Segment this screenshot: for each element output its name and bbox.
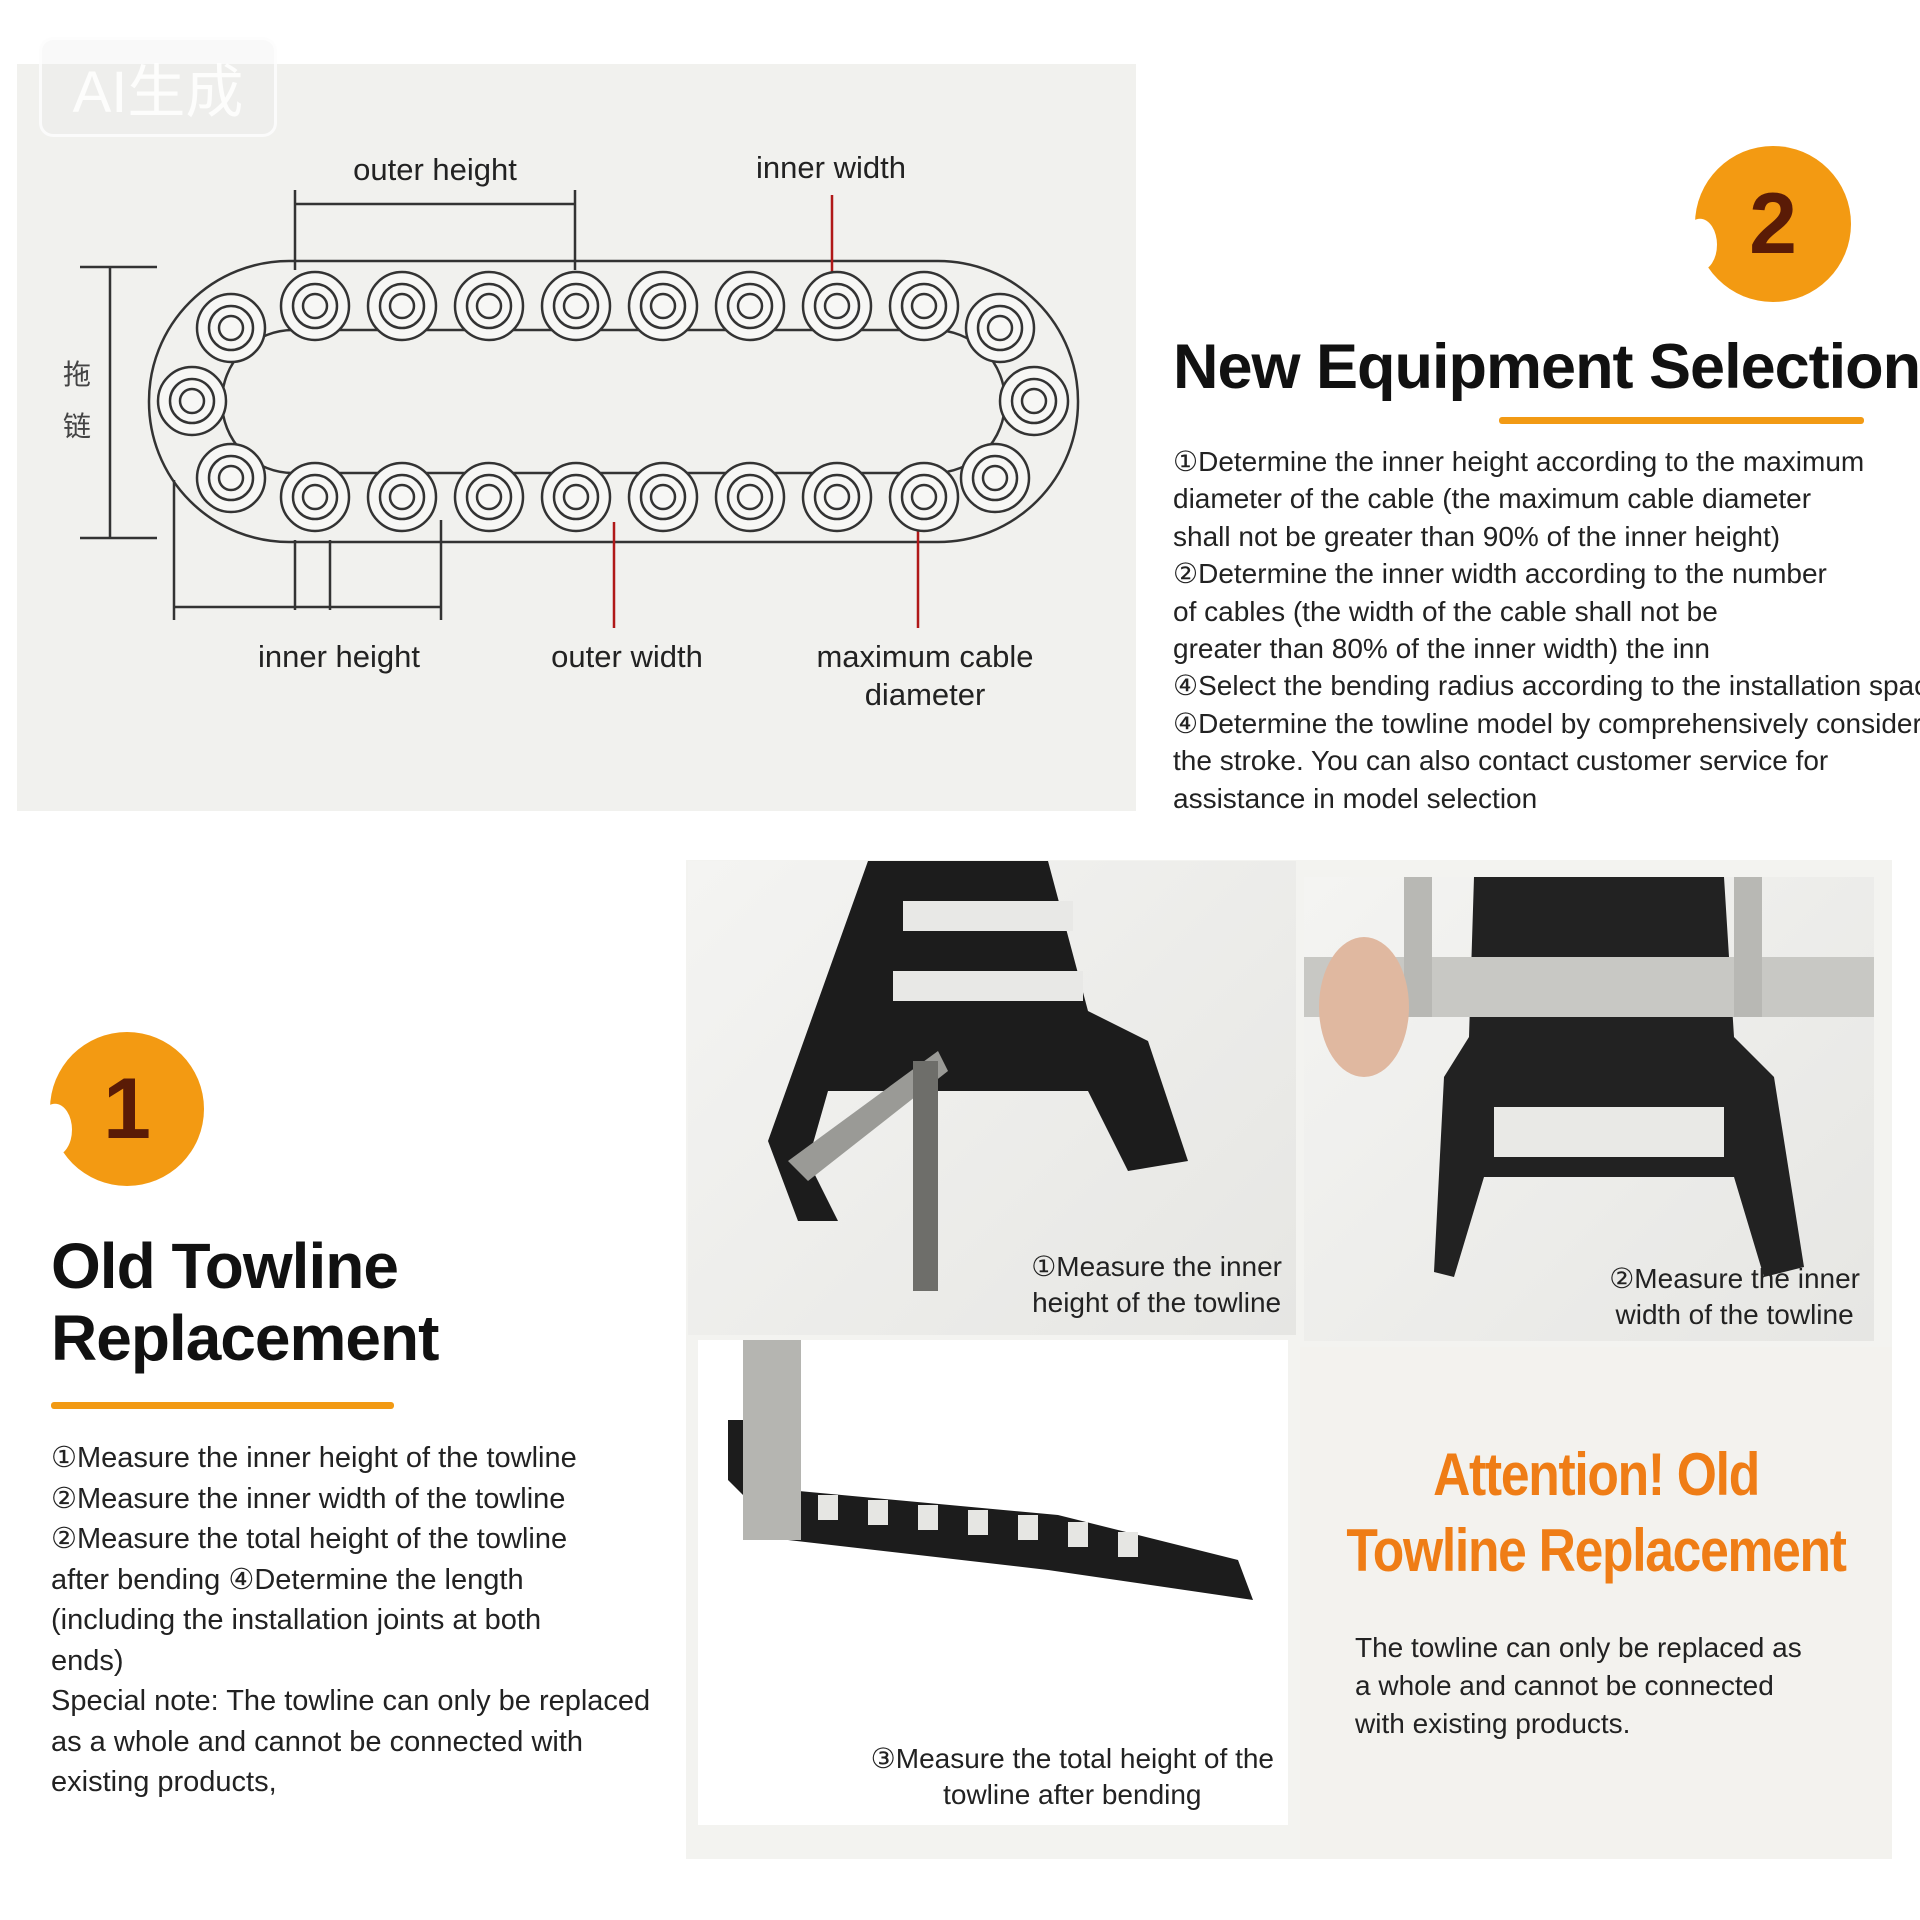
- text-line: greater than 80% of the inner width) the…: [1173, 633, 1711, 665]
- link-pin: [823, 292, 851, 320]
- old-towline-title-line1: Old Towline: [51, 1230, 399, 1302]
- photo-measure-inner-width: ②Measure the inner width of the towline: [1304, 877, 1874, 1341]
- old-towline-steps: ①Measure the inner height of the towline…: [51, 1438, 650, 1803]
- caption-line: ②Measure the inner: [1609, 1263, 1860, 1294]
- towline-ruler-photo: [728, 1340, 1253, 1600]
- link-pin: [388, 483, 416, 511]
- link-pin: [910, 483, 938, 511]
- label-max-cable: maximum cable: [816, 639, 1034, 674]
- text-line: (including the installation joints at bo…: [51, 1604, 542, 1636]
- link-pin: [1020, 387, 1048, 415]
- link-pin: [649, 483, 677, 511]
- label-inner-height: inner height: [257, 639, 421, 674]
- photo-3-caption: ③Measure the total height of the towline…: [871, 1741, 1274, 1813]
- link-pin: [475, 292, 503, 320]
- text-line: ①Determine the inner height according to…: [1173, 446, 1865, 477]
- attention-title-line: Towline Replacement: [1346, 1517, 1847, 1584]
- attention-text: The towline can only be replaced as a who…: [1355, 1629, 1802, 1743]
- text-line: ①Measure the inner height of the towline: [51, 1442, 577, 1474]
- text-line: ends): [51, 1644, 124, 1677]
- step-2-badge: 2: [1695, 146, 1851, 302]
- text-line: ②Measure the total height of the towline: [51, 1523, 568, 1555]
- text-line: assistance in model selection: [1173, 782, 1538, 814]
- photo-measure-inner-height: ①Measure the inner height of the towline: [688, 861, 1296, 1335]
- text-line: existing products,: [51, 1766, 277, 1798]
- step-1-badge: 1: [50, 1032, 204, 1186]
- badge-number: 2: [1749, 175, 1797, 272]
- link-pin: [981, 464, 1009, 492]
- link-pin: [475, 483, 503, 511]
- label-outer-height: outer height: [353, 152, 517, 187]
- text-line: The towline can only be replaced as: [1355, 1632, 1802, 1663]
- link-pin: [736, 292, 764, 320]
- text-line: the stroke. You can also contact custome…: [1173, 745, 1829, 777]
- text-line: ②Measure the inner width of the towline: [51, 1482, 566, 1515]
- caption-line: ③Measure the total height of the: [870, 1743, 1274, 1774]
- link-pin: [986, 314, 1014, 342]
- link-pin: [649, 292, 677, 320]
- label-outer-width: outer width: [551, 639, 703, 674]
- caption-line: height of the towline: [1032, 1287, 1282, 1318]
- text-line: a whole and cannot be connected: [1355, 1670, 1774, 1701]
- link-pin: [562, 483, 590, 511]
- new-equipment-steps: ①Determine the inner height according to…: [1173, 443, 1920, 817]
- ai-generated-watermark: AI生成: [39, 37, 277, 137]
- link-pin: [736, 483, 764, 511]
- caption-line: ①Measure the inner: [1031, 1251, 1282, 1282]
- attention-title: Attention! Old Towline Replacement: [1307, 1437, 1885, 1589]
- label-chinese-towline: 拖链: [63, 359, 92, 442]
- text-line: ②Determine the inner width according to …: [1173, 558, 1827, 590]
- text-line: shall not be greater than 90% of the inn…: [1173, 520, 1781, 552]
- text-line: after bending ④Determine the length: [51, 1563, 524, 1596]
- link-pin: [823, 483, 851, 511]
- towline-dimension-diagram: outer height inner width inner height ou…: [17, 64, 1136, 811]
- text-line: with existing products.: [1355, 1708, 1631, 1739]
- link-pin: [217, 314, 245, 342]
- label-max-cable-diameter: diameter: [864, 677, 986, 712]
- caption-line: width of the towline: [1615, 1299, 1854, 1330]
- text-line: Special note: The towline can only be re…: [51, 1685, 651, 1717]
- towline-caliper-photo: [1304, 877, 1874, 1277]
- text-line: ④Select the bending radius according to …: [1173, 670, 1920, 702]
- attention-panel: Attention! Old Towline Replacement The t…: [1300, 1347, 1892, 1859]
- text-line: ④Determine the towline model by comprehe…: [1173, 707, 1920, 739]
- title-underline: [51, 1402, 394, 1409]
- photo-1-caption: ①Measure the inner height of the towline: [1031, 1249, 1282, 1321]
- link-pin: [217, 464, 245, 492]
- towline-caliper-photo: [768, 861, 1188, 1291]
- text-line: diameter of the cable (the maximum cable…: [1173, 483, 1812, 515]
- photo-measure-total-height: ③Measure the total height of the towline…: [698, 1340, 1288, 1825]
- link-pin: [388, 292, 416, 320]
- badge-number: 1: [103, 1060, 151, 1157]
- label-inner-width: inner width: [756, 150, 906, 185]
- link-pin: [178, 387, 206, 415]
- link-pin: [301, 292, 329, 320]
- link-pin: [910, 292, 938, 320]
- old-towline-title-line2: Replacement: [51, 1302, 439, 1374]
- caption-line: towline after bending: [943, 1779, 1202, 1810]
- text-line: as a whole and cannot be connected with: [51, 1725, 584, 1758]
- new-equipment-title: New Equipment Selection: [1173, 332, 1920, 402]
- towline-chain-drawing: [80, 190, 1080, 628]
- photo-2-caption: ②Measure the inner width of the towline: [1609, 1261, 1860, 1333]
- text-line: of cables (the width of the cable shall …: [1173, 595, 1718, 627]
- attention-title-line: Attention! Old: [1433, 1441, 1760, 1508]
- link-pin: [301, 483, 329, 511]
- link-pin: [562, 292, 590, 320]
- title-underline: [1499, 417, 1864, 424]
